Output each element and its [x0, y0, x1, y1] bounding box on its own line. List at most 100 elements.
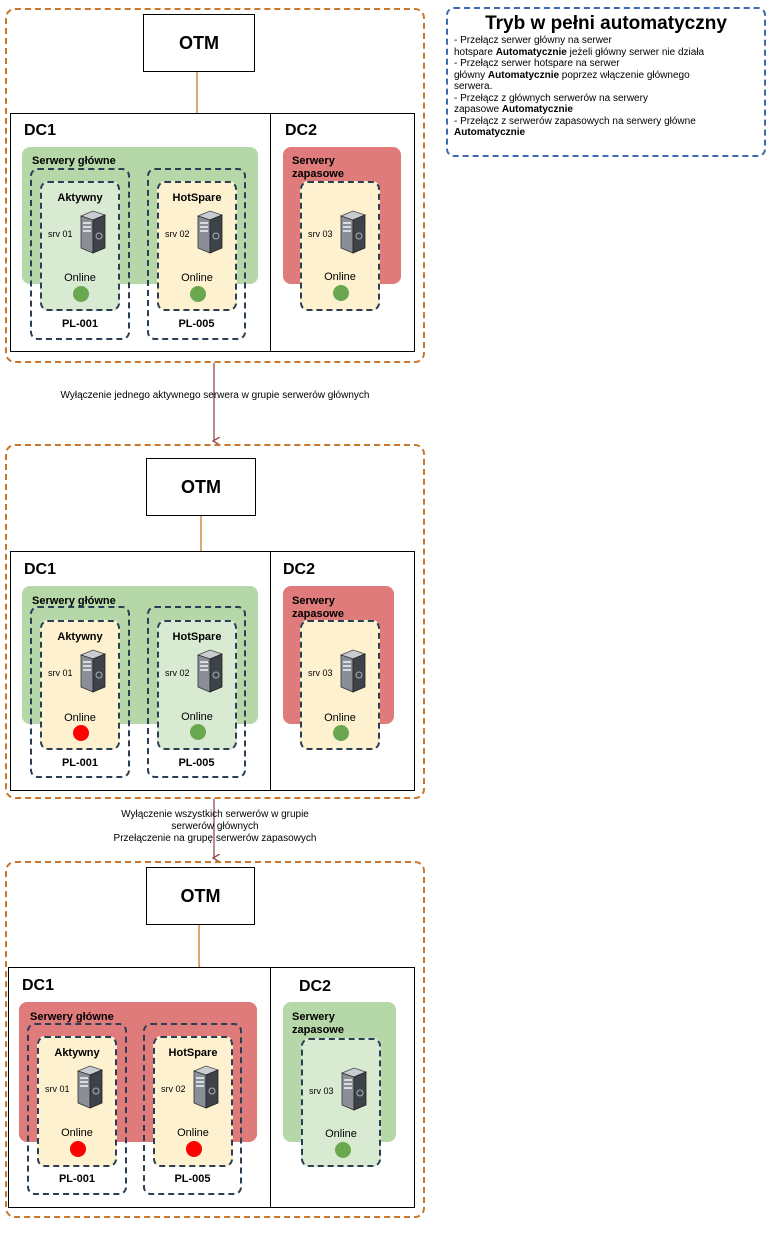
scenario-panel-3 [5, 861, 425, 1218]
pl-005-box [143, 1023, 242, 1195]
mode-title: Tryb w pełni automatyczny [485, 13, 727, 34]
server-name: srv 01 [48, 229, 73, 239]
server-icon [339, 210, 367, 254]
status-dot-online [333, 285, 349, 301]
spare-group-label-line1: Serwery [292, 1011, 335, 1023]
server-name: srv 01 [45, 1084, 70, 1094]
transition-caption-2: Wyłączenie wszystkich serwerów w grupie … [40, 809, 390, 845]
status-dot-online [190, 286, 206, 302]
dc2-label: DC2 [285, 122, 318, 139]
server-card-srv02: HotSpare srv 02 Online [157, 181, 237, 311]
pl-005-label: PL-005 [178, 757, 215, 769]
server-icon [196, 649, 224, 693]
pl-001-label: PL-001 [61, 318, 99, 330]
mode-description-box: Tryb w pełni automatyczny - Przełącz ser… [446, 7, 766, 157]
server-icon [192, 1065, 220, 1109]
spare-group-label-line2: zapasowe [292, 1024, 344, 1036]
transition-caption-2-line3: Przełączenie na grupę serwerów zapasowyc… [113, 833, 317, 844]
otm-box: OTM [143, 14, 255, 72]
transition-caption-1: Wyłączenie jednego aktywnego serwera w g… [60, 390, 370, 401]
online-label: Online [324, 712, 356, 724]
spare-group-label: Serwery zapasowe [292, 1011, 344, 1037]
server-role-hotspare: HotSpare [172, 192, 222, 204]
server-role-active: Aktywny [57, 631, 103, 643]
mode-description-line: główny Automatycznie poprzez włączenie g… [454, 69, 690, 81]
server-name: srv 01 [48, 668, 73, 678]
pl-001-label: PL-001 [61, 757, 99, 769]
mode-description-line: serwera. [454, 81, 493, 92]
pl-001-box [27, 1023, 127, 1195]
transition-caption-2-line1: Wyłączenie wszystkich serwerów w grupie [121, 809, 309, 820]
online-label: Online [325, 1128, 357, 1140]
server-card-srv01: Aktywny srv 01 Online [40, 181, 120, 311]
pl-001-label: PL-001 [58, 1173, 96, 1185]
online-label: Online [64, 712, 96, 724]
server-name: srv 02 [165, 668, 190, 678]
server-icon [76, 1065, 104, 1109]
pl-005-box [147, 606, 246, 778]
dc2-label: DC2 [283, 561, 316, 578]
mode-description-line: zapasowe Automatycznie [454, 104, 573, 115]
pl-005-label: PL-005 [174, 1173, 211, 1185]
primary-group-label: Serwery główne [32, 155, 116, 167]
status-dot-offline [73, 725, 89, 741]
primary-group-label: Serwery główne [32, 595, 116, 607]
spare-group-label-line1: Serwery [292, 595, 335, 607]
server-card-srv03: srv 03 Online [300, 620, 380, 750]
server-icon [340, 1067, 368, 1111]
server-role-active: Aktywny [57, 192, 103, 204]
status-dot-online [73, 286, 89, 302]
spare-group-label-line2: zapasowe [292, 168, 344, 180]
server-role-hotspare: HotSpare [168, 1047, 218, 1059]
mode-description-line: - Przełącz z serwerów zapasowych na serw… [454, 115, 696, 127]
dc2-label: DC2 [299, 978, 332, 995]
scenario-panel-2 [5, 444, 425, 799]
server-card-srv02: HotSpare srv 02 Online [153, 1036, 233, 1167]
server-name: srv 03 [308, 229, 333, 239]
server-icon [196, 210, 224, 254]
server-card-srv01: Aktywny srv 01 Online [40, 620, 120, 750]
server-name: srv 02 [161, 1084, 186, 1094]
server-card-srv03: srv 03 Online [300, 181, 380, 311]
spare-group-label: Serwery zapasowe [292, 155, 344, 181]
spare-group-label: Serwery zapasowe [292, 595, 344, 621]
online-label: Online [61, 1127, 93, 1139]
transition-caption-2-line2: serwerów głównych [171, 821, 259, 832]
pl-005-label: PL-005 [178, 318, 215, 330]
online-label: Online [324, 271, 356, 283]
server-card-srv01: Aktywny srv 01 Online [37, 1036, 117, 1167]
server-role-hotspare: HotSpare [172, 631, 222, 643]
scenario-panel-1 [5, 8, 425, 363]
mode-description-line: hotspare Automatycznie jeżeli główny ser… [454, 46, 705, 58]
otm-box: OTM [146, 867, 255, 925]
online-label: Online [64, 272, 96, 284]
spare-group-label-line2: zapasowe [292, 608, 344, 620]
server-card-srv03: srv 03 Online [301, 1038, 381, 1167]
server-name: srv 03 [308, 668, 333, 678]
online-label: Online [181, 272, 213, 284]
server-card-srv02: HotSpare srv 02 Online [157, 620, 237, 750]
dc1-label: DC1 [24, 561, 57, 578]
status-dot-online [190, 724, 206, 740]
server-icon [339, 649, 367, 693]
pl-001-box [30, 168, 130, 340]
otm-box: OTM [146, 458, 256, 516]
server-icon [79, 210, 107, 254]
dc1-label: DC1 [24, 122, 57, 139]
server-icon [79, 649, 107, 693]
pl-005-box [147, 168, 246, 340]
status-dot-offline [70, 1141, 86, 1157]
mode-description-line: Automatycznie [454, 127, 526, 138]
mode-description-line: - Przełącz serwer hotspare na serwer [454, 58, 620, 69]
dc1-label: DC1 [22, 977, 55, 994]
pl-001-box [30, 606, 130, 778]
online-label: Online [181, 711, 213, 723]
server-role-active: Aktywny [54, 1047, 100, 1059]
primary-group-label: Serwery główne [30, 1011, 114, 1023]
server-name: srv 03 [309, 1086, 334, 1096]
status-dot-online [333, 725, 349, 741]
server-name: srv 02 [165, 229, 190, 239]
status-dot-online [335, 1142, 351, 1158]
online-label: Online [177, 1127, 209, 1139]
